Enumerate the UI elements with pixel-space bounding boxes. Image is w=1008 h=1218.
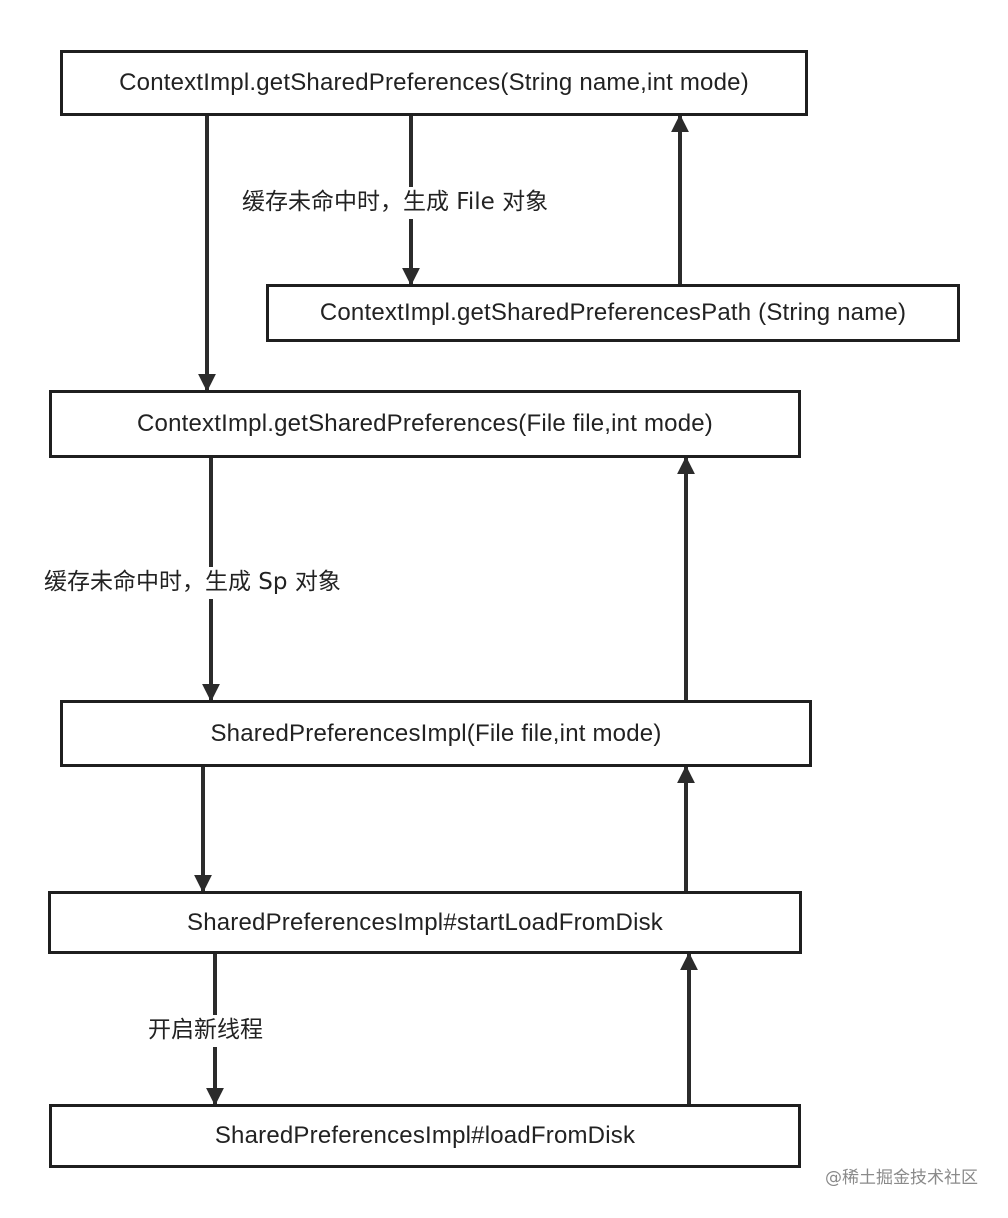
node-get-shared-preferences-by-file: ContextImpl.getSharedPreferences(File fi…: [49, 390, 801, 458]
edge-label-create-sp: 缓存未命中时，生成 Sp 对象: [40, 567, 345, 599]
node-get-shared-preferences-path: ContextImpl.getSharedPreferencesPath (St…: [266, 284, 960, 342]
edge-label-create-file: 缓存未命中时，生成 File 对象: [238, 187, 553, 219]
watermark: @稀土掘金技术社区: [825, 1168, 978, 1188]
node-start-load-from-disk: SharedPreferencesImpl#startLoadFromDisk: [48, 891, 802, 954]
node-get-shared-preferences-by-name: ContextImpl.getSharedPreferences(String …: [60, 50, 808, 116]
node-load-from-disk: SharedPreferencesImpl#loadFromDisk: [49, 1104, 801, 1168]
edge-label-new-thread: 开启新线程: [144, 1015, 267, 1047]
node-shared-preferences-impl: SharedPreferencesImpl(File file,int mode…: [60, 700, 812, 767]
